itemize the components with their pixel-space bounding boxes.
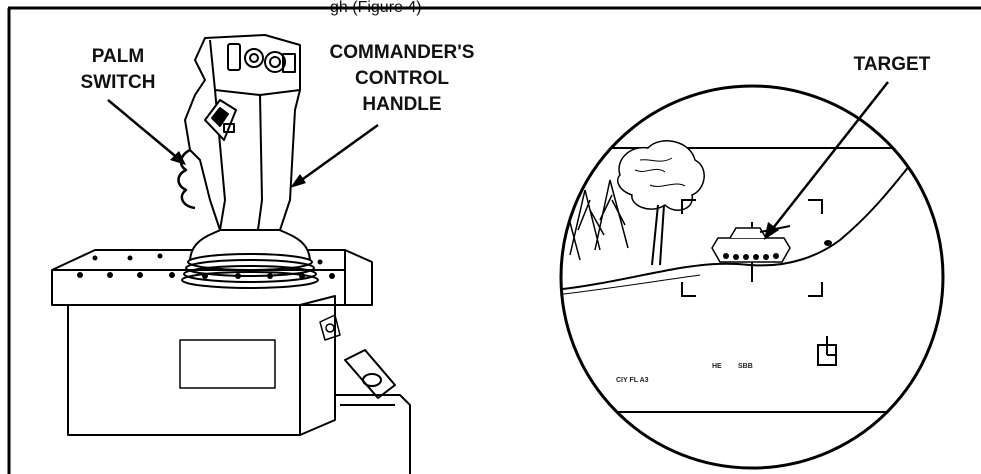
palm-switch-label-line1: PALM <box>92 46 144 67</box>
base-box <box>52 250 372 435</box>
control-handle-label-line2: CONTROL <box>355 68 449 89</box>
control-handle-illustration <box>52 35 410 474</box>
sight-readout-mid-b: SBB <box>738 363 753 370</box>
control-handle-label-line3: HANDLE <box>362 94 441 115</box>
target-label: TARGET <box>854 54 931 75</box>
control-handle-label-line1: COMMANDER'S <box>330 42 475 63</box>
handle-grip <box>179 35 301 230</box>
control-handle-arrow <box>290 125 378 188</box>
sight-view: CIY FL A3 HE SBB <box>540 86 960 468</box>
control-handle-label: COMMANDER'S CONTROL HANDLE <box>330 42 475 115</box>
palm-switch-label: PALM SWITCH <box>81 46 156 93</box>
sight-readout-mid-a: HE <box>712 363 722 370</box>
sight-readout-left: CIY FL A3 <box>616 377 649 384</box>
mount-bracket <box>335 350 410 474</box>
palm-switch-arrow <box>108 100 186 165</box>
palm-switch-label-line2: SWITCH <box>81 72 156 93</box>
